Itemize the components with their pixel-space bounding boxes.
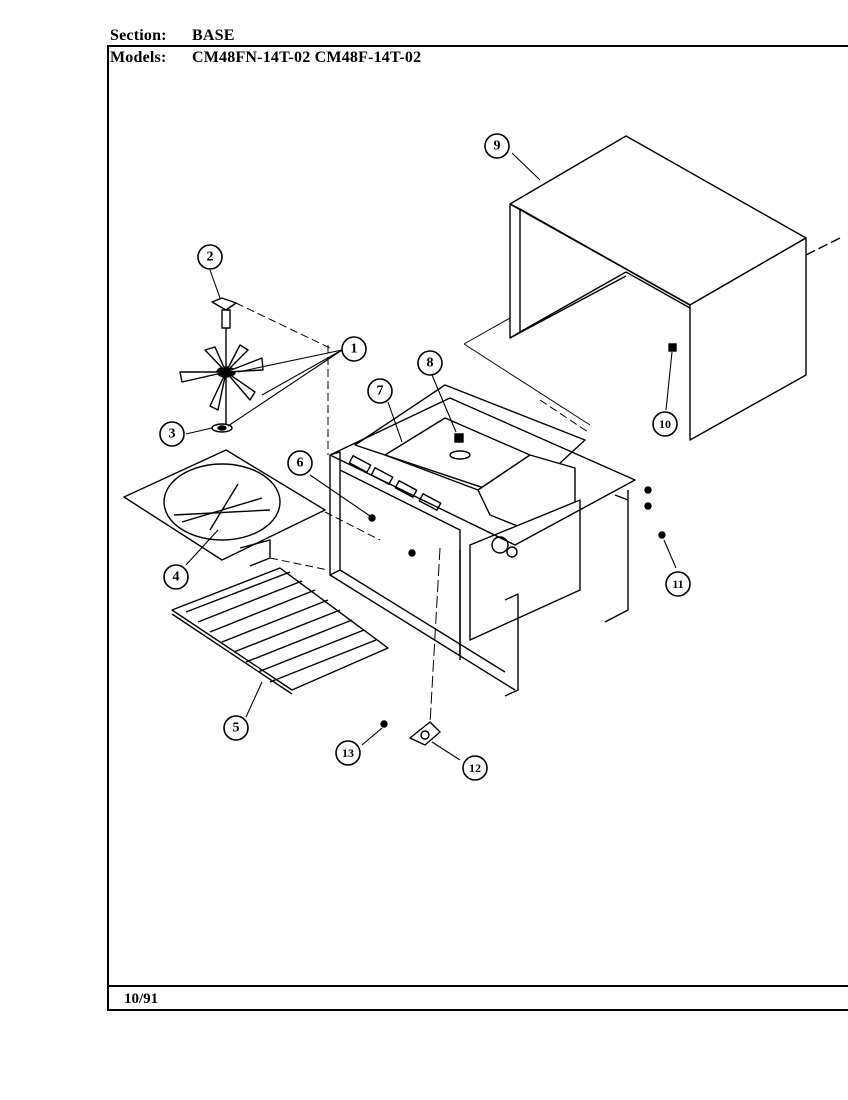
callout-11: 11 [672,577,683,591]
callout-4: 4 [173,570,180,585]
callout-13: 13 [342,746,354,760]
fan-cover [123,449,326,567]
callout-5: 5 [233,721,240,736]
callout-12: 12 [469,761,481,775]
callout-circles [159,133,691,781]
screws [368,343,677,728]
callout-8: 8 [427,356,434,371]
callout-1: 1 [351,342,358,357]
callout-9: 9 [494,139,501,154]
mount-bracket [409,547,441,746]
outer-cabinet [463,135,841,441]
models-label: Models: [110,49,167,66]
alignment-lines [235,302,589,571]
front-frame [329,397,636,691]
revision-date: 10/91 [124,991,159,1007]
models-value: CM48FN-14T-02 CM48F-14T-02 [192,49,422,66]
callout-10: 10 [659,417,671,431]
frame-bottom-rule [108,1009,848,1011]
frame-footer-rule [108,985,848,987]
frame-top-rule [108,45,848,47]
oven-cavity [354,384,586,697]
fan-assembly [179,297,264,433]
section-label: Section: [110,27,167,44]
callout-3: 3 [169,427,176,442]
section-value: BASE [192,27,235,44]
frame-left-rule [107,45,109,1011]
callout-6: 6 [297,456,304,471]
leader-lines [185,152,677,761]
callout-7: 7 [377,384,384,399]
shelf-grill [171,567,389,695]
callout-2: 2 [207,250,214,265]
